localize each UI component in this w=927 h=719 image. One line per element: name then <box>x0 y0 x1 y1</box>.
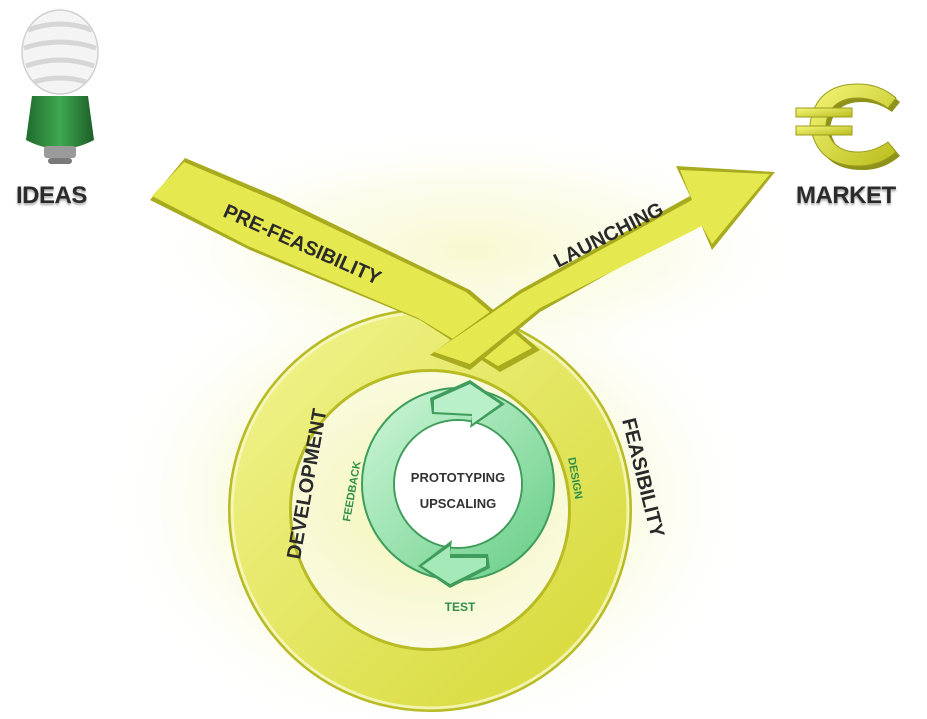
development-loop-ring <box>228 308 632 712</box>
arrow-glow <box>130 130 810 370</box>
core-line2: UPSCALING <box>420 496 497 511</box>
euro-icon <box>795 83 900 170</box>
pre-feasibility-arrow <box>150 158 540 372</box>
launching-arrow <box>430 166 775 370</box>
core-line1: PROTOTYPING <box>411 470 505 485</box>
test-label: TEST <box>445 600 476 614</box>
market-label: MARKET <box>796 182 896 209</box>
inner-cycle <box>361 380 555 588</box>
ideas-label: IDEAS <box>16 182 87 209</box>
lightbulb-icon <box>21 9 99 164</box>
